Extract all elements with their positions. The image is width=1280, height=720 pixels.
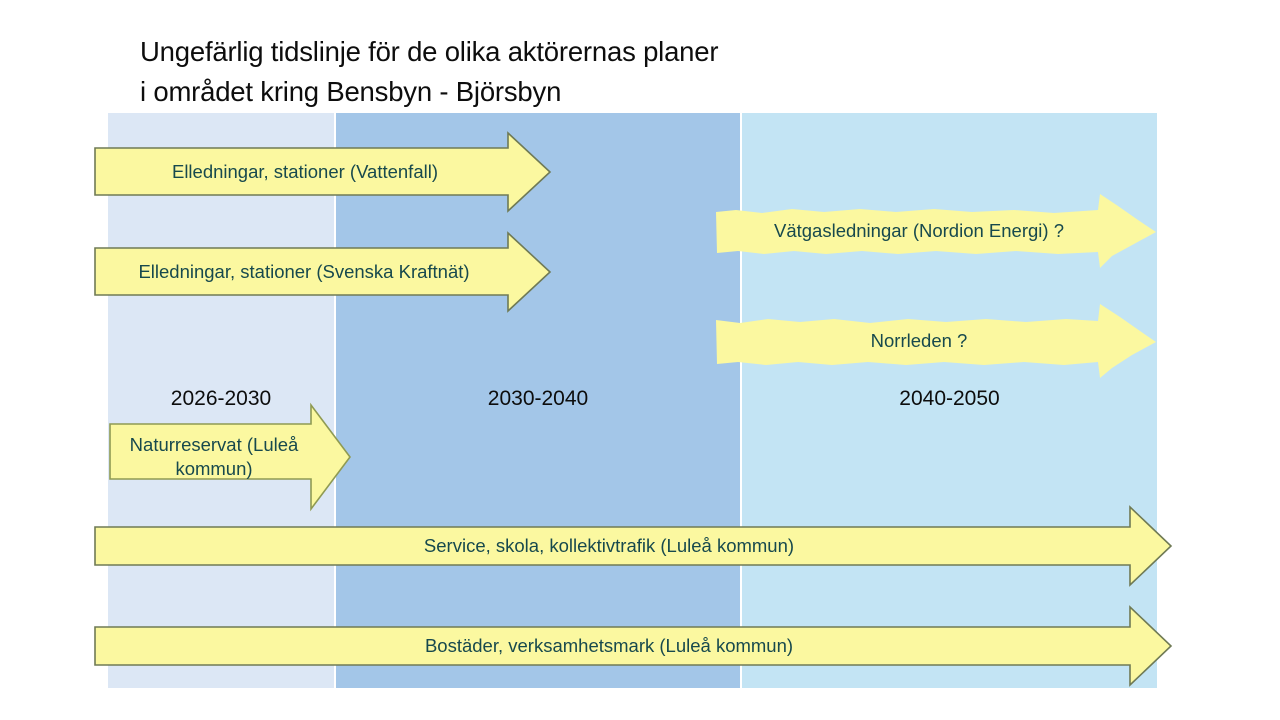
- page-title: Ungefärlig tidslinje för de olika aktöre…: [140, 36, 719, 107]
- arrow-vattenfall: Elledningar, stationer (Vattenfall): [94, 131, 552, 213]
- period-label-2040-2050: 2040-2050: [899, 387, 1000, 410]
- period-band-2026-2030: [108, 113, 334, 688]
- period-band-2040-2050: [742, 113, 1157, 688]
- arrow-norrleden: Norrleden ?: [714, 302, 1158, 380]
- arrow-naturreservat: Naturreservat (Luleå kommun): [109, 402, 352, 512]
- period-band-2030-2040: [336, 113, 740, 688]
- period-label-2030-2040: 2030-2040: [487, 387, 589, 410]
- period-label-2026-2030: 2026-2030: [170, 387, 272, 410]
- arrow-nordion-energi: Vätgasledningar (Nordion Energi) ?: [714, 192, 1158, 270]
- arrow-service-skola-kollektivtrafik: Service, skola, kollektivtrafik (Luleå k…: [94, 505, 1174, 587]
- arrow-bostader-verksamhetsmark: Bostäder, verksamhetsmark (Luleå kommun): [94, 605, 1174, 687]
- arrow-svenska-kraftnat: Elledningar, stationer (Svenska Kraftnät…: [94, 231, 552, 313]
